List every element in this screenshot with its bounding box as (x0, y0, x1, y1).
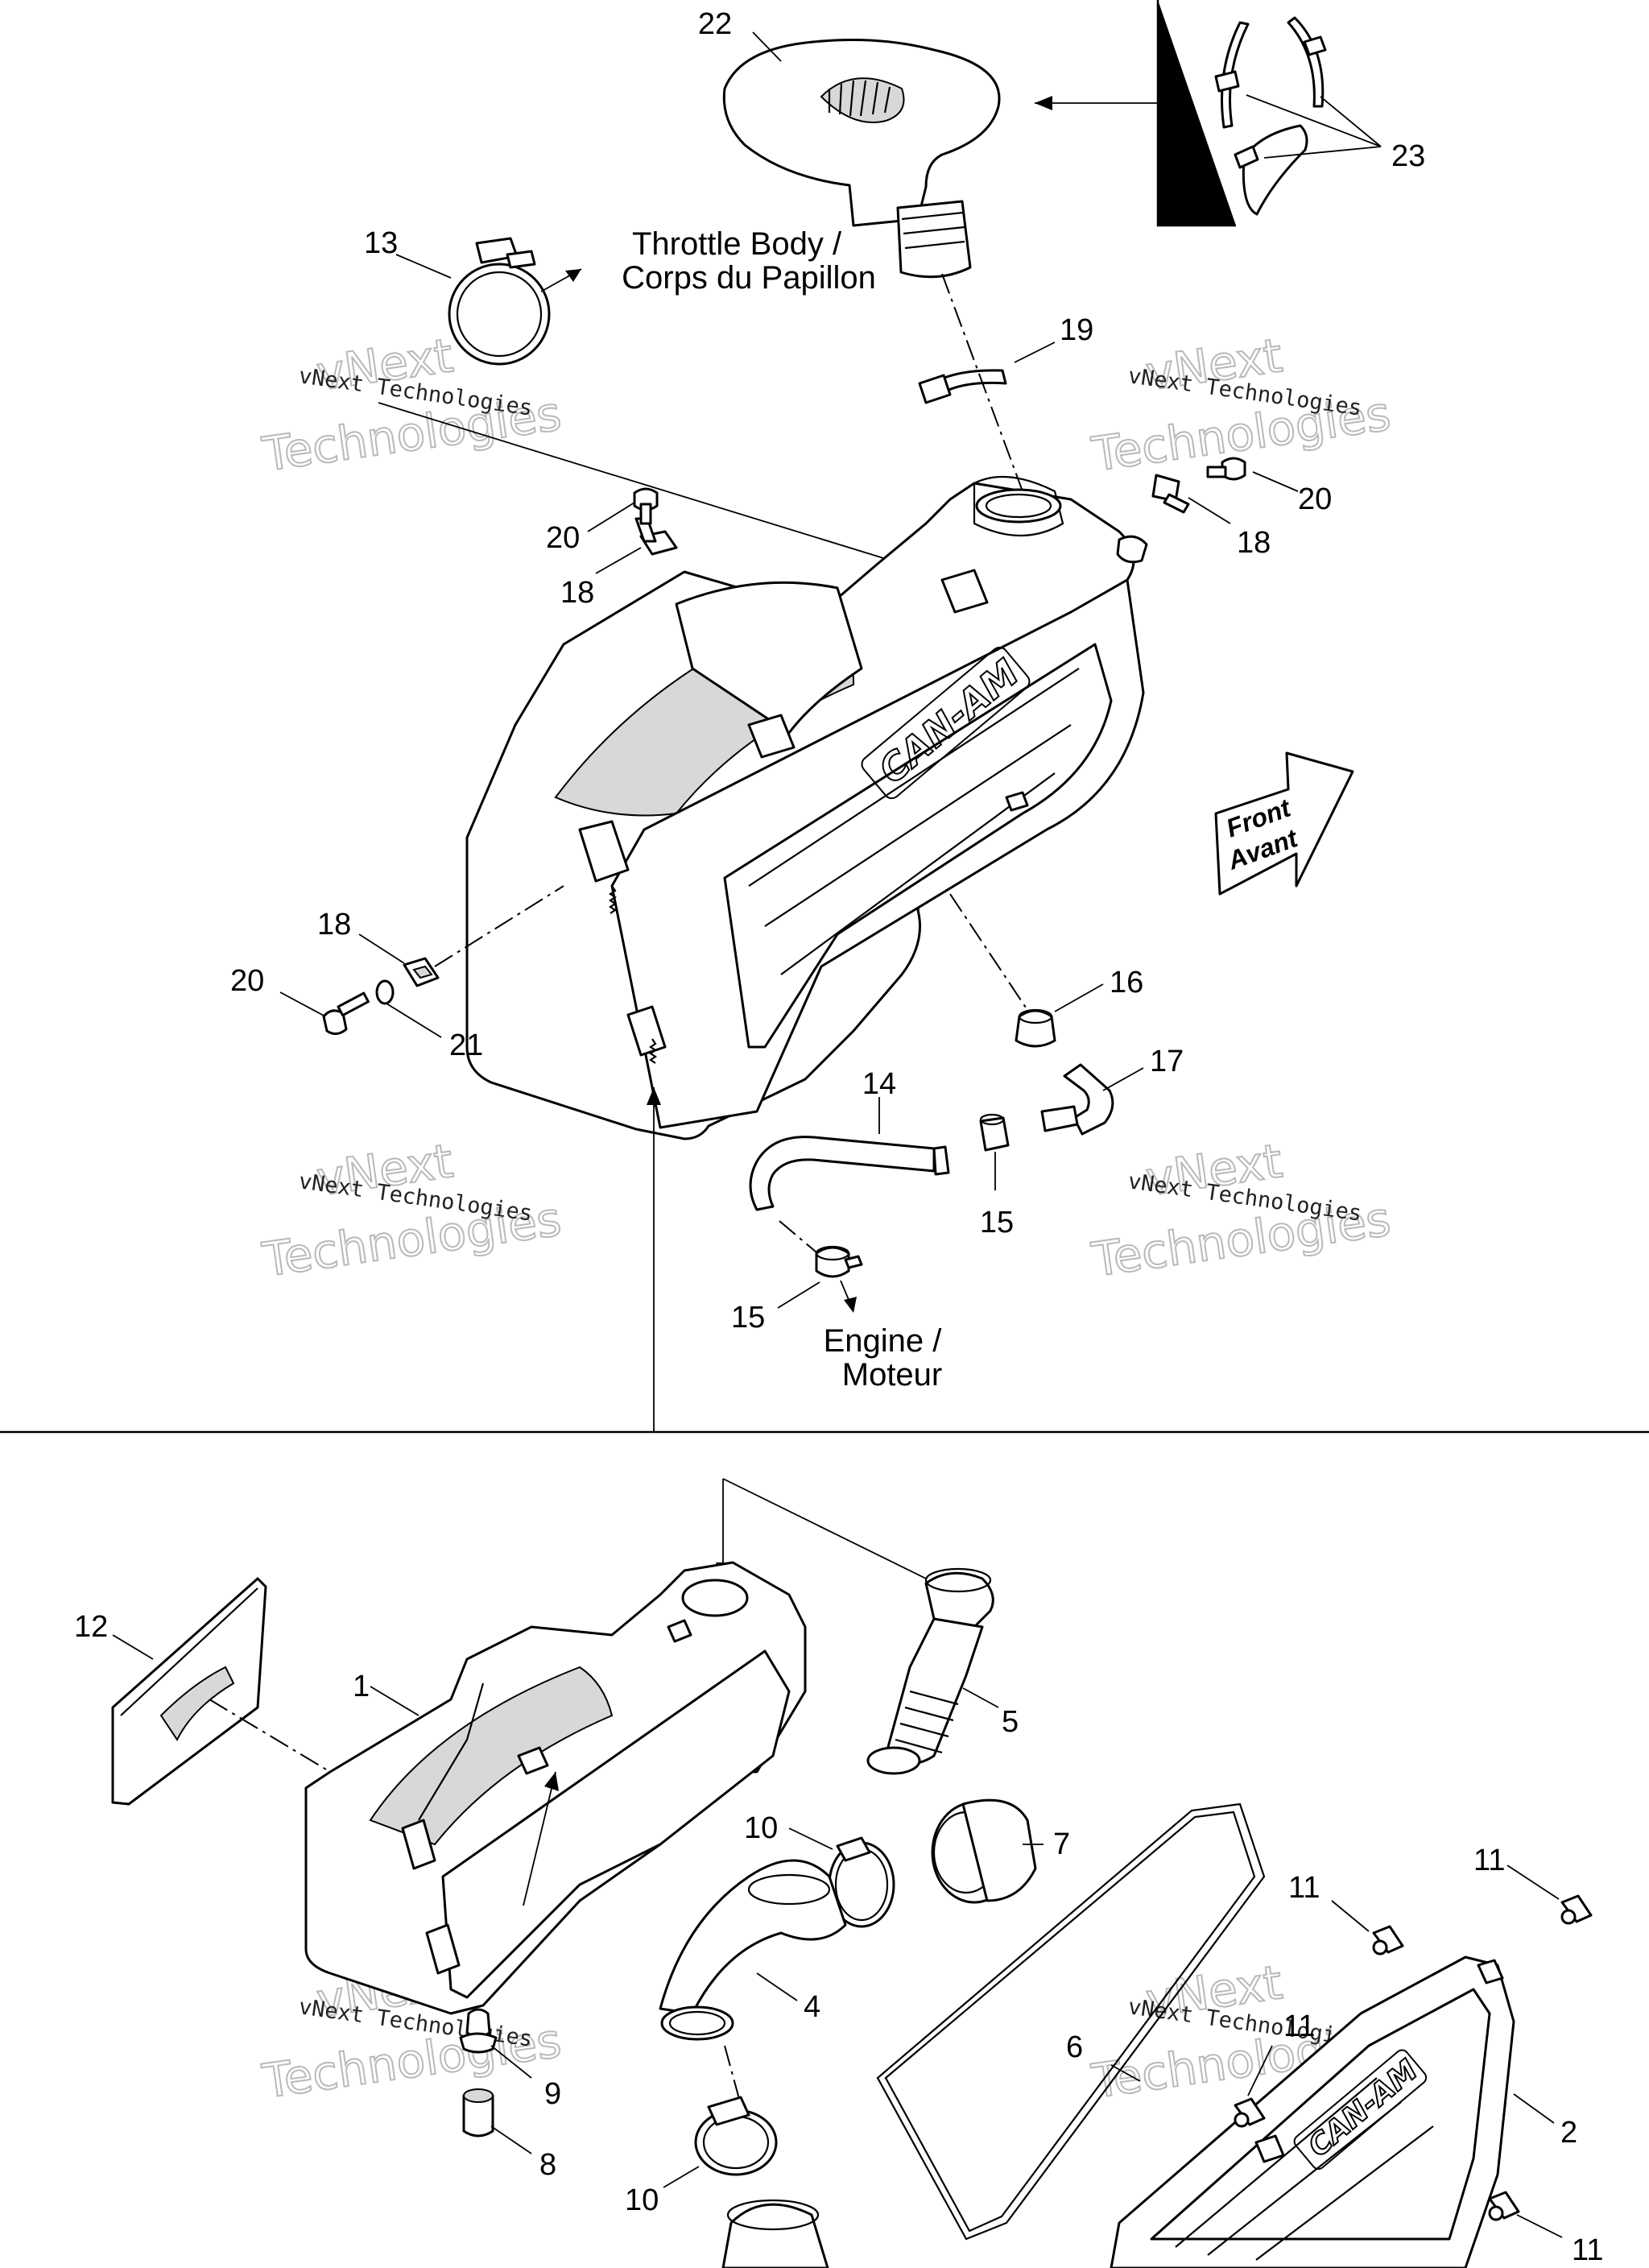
airbox-assembly: CAN-AM (465, 475, 1148, 1140)
front-direction-arrow: Front Avant (1214, 751, 1354, 896)
latch-11-b: 11 (1288, 1871, 1404, 1956)
callout-20: 20 (230, 964, 264, 998)
callout-15: 15 (731, 1301, 765, 1335)
clamp-10-lower: 10 (625, 2096, 778, 2217)
callout-19: 19 (1060, 313, 1093, 347)
callout-18: 18 (1237, 526, 1271, 560)
airbox-cover-2: CAN-AM 2 (1110, 1956, 1577, 2268)
nut-18-top-right: 18 (1151, 474, 1271, 560)
band-clamp (1287, 16, 1327, 108)
callout-11: 11 (1572, 2233, 1603, 2267)
callout-18: 18 (560, 576, 594, 610)
callout-11: 11 (1473, 1844, 1505, 1877)
callout-10: 10 (625, 2183, 659, 2217)
coupling-7: 7 (931, 1798, 1070, 1904)
callout-2: 2 (1560, 2116, 1577, 2150)
throttle-body-label-line2: Corps du Papillon (622, 260, 876, 296)
callout-5: 5 (1002, 1705, 1019, 1739)
callout-4: 4 (804, 1990, 820, 2024)
callout-11: 11 (1283, 2009, 1315, 2043)
clamp-kit-inset: 23 (1035, 0, 1425, 227)
callout-9: 9 (544, 2077, 561, 2111)
grommet-16: 16 (1015, 966, 1143, 1048)
callout-1: 1 (353, 1670, 370, 1703)
callout-7: 7 (1053, 1827, 1070, 1861)
engine-label-line1: Engine / (824, 1323, 943, 1359)
heat-shield-12: 12 (74, 1577, 267, 1806)
callout-8: 8 (539, 2148, 556, 2182)
airbox-base-1: 1 (304, 1561, 807, 2015)
callout-18: 18 (317, 908, 351, 942)
callout-15: 15 (980, 1206, 1014, 1240)
callout-22: 22 (698, 7, 732, 41)
nut-18-top-left: 18 (560, 517, 678, 610)
engine-label-line2: Moteur (842, 1357, 943, 1393)
intake-duct: 22 (698, 7, 1001, 279)
spring-clamp (1234, 124, 1308, 216)
callout-21: 21 (449, 1028, 483, 1062)
fastener-group-left: 18 21 20 (230, 885, 564, 1062)
elbow-fitting-17: 17 (1040, 1045, 1184, 1136)
clamp-15-b: 15 (731, 1245, 863, 1335)
drain-cap-8: 8 (462, 2088, 556, 2182)
elbow-duct-5: 5 (866, 1567, 1019, 1775)
grommet-9: 9 (459, 2008, 561, 2111)
callout-11: 11 (1288, 1871, 1320, 1905)
throttle-clamp: 13 Throttle Body / Corps du Papillon (364, 226, 903, 565)
duct-stub (721, 2199, 829, 2268)
throttle-body-label-line1: Throttle Body / (632, 226, 842, 262)
latch-11-a: 11 (1473, 1844, 1593, 1925)
callout-13: 13 (364, 226, 398, 260)
callout-14: 14 (862, 1067, 896, 1101)
callout-17: 17 (1150, 1045, 1184, 1078)
latch-11-c: 11 (1234, 2009, 1315, 2128)
callout-10: 10 (744, 1811, 778, 1845)
callout-6: 6 (1066, 2030, 1083, 2064)
callout-16: 16 (1110, 966, 1143, 999)
callout-20: 20 (546, 521, 580, 555)
band-clamp (1214, 21, 1250, 129)
callout-12: 12 (74, 1610, 108, 1644)
callout-23: 23 (1391, 139, 1425, 173)
gasket-6: 6 (876, 1802, 1266, 2241)
drain-hose-14: 14 (749, 1067, 950, 1211)
latch-11-d: 11 (1488, 2191, 1603, 2267)
callout-20: 20 (1298, 482, 1332, 516)
clamp-15-a: 15 (979, 1113, 1014, 1240)
hose-4: 4 (659, 1859, 847, 2041)
hose-clamp-19: 19 (918, 313, 1093, 404)
bolt-20-top-right: 20 (1206, 457, 1332, 516)
clamp-10-upper: 10 (744, 1811, 895, 1928)
bolt-20-top-left: 20 (546, 487, 659, 555)
